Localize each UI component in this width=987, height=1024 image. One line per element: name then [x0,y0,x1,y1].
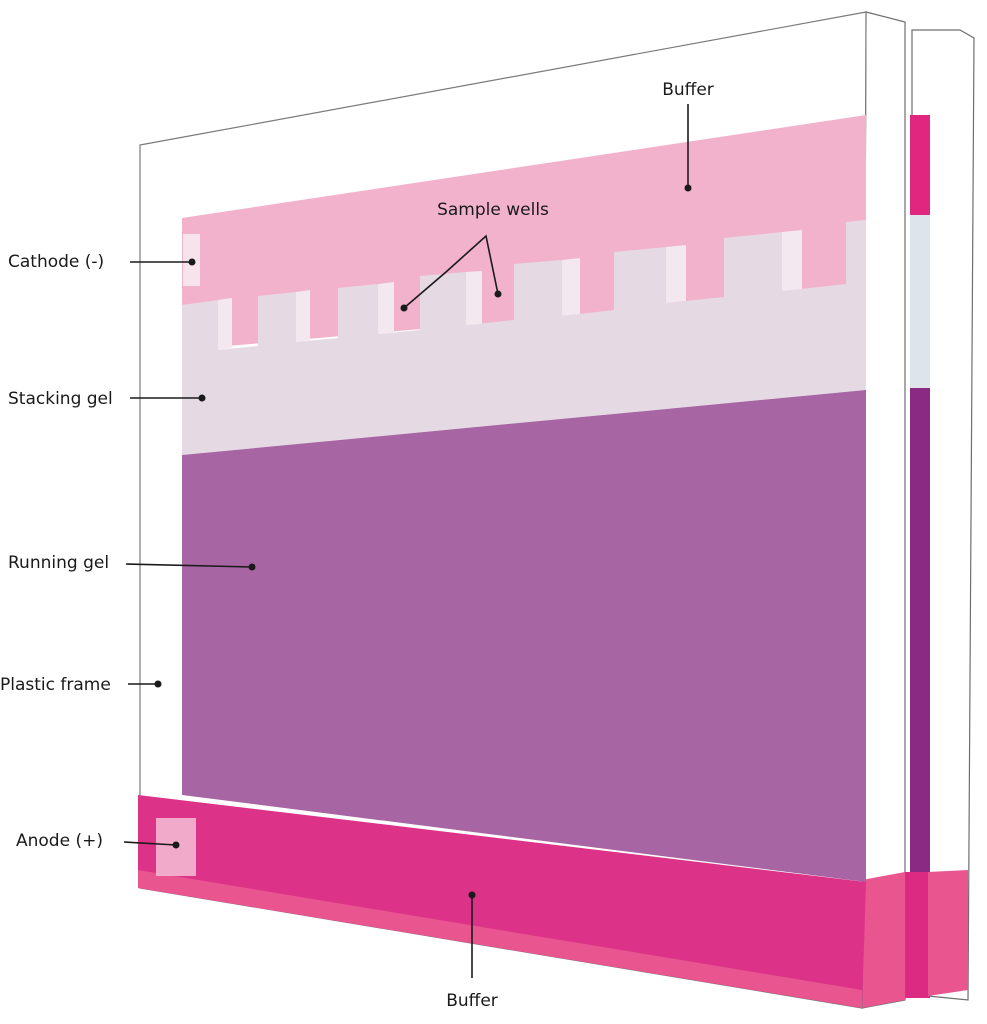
sample-wells-dot-left [400,304,408,312]
leader-lines [123,104,692,978]
tooth-face [562,258,580,316]
cathode-dot [188,258,196,266]
back-plate-running-edge [910,388,930,880]
tooth-face [782,230,802,291]
back-plate-buffer-top-edge [910,115,930,215]
front-plate-side-buffer [862,872,905,1008]
buffer-top-label: Buffer [662,80,714,100]
front-plate-side [861,11,906,1009]
labels: Buffer Sample wells Cathode (-) Stacking… [0,80,714,1011]
plastic-frame-label: Plastic frame [0,675,111,695]
buffer-bottom-dot [468,891,476,899]
well-teeth-highlights [218,230,802,350]
tooth-face [218,298,232,350]
buffer-bottom-lower-face [138,870,862,1008]
sample-wells-label: Sample wells [437,200,549,220]
back-plate-buffer-bottom-face [928,870,968,996]
buffer-top-dot [684,184,692,192]
anode-dot [172,841,180,849]
back-plate-stacking-edge [910,215,930,388]
stacking-gel-label: Stacking gel [8,389,113,409]
buffer-bottom-region [138,795,866,1008]
buffer-bottom-label: Buffer [446,991,498,1011]
sample-wells-dot-right [494,290,502,298]
running-gel-leader [125,563,253,568]
running-gel-region [182,390,866,882]
cathode-label: Cathode (-) [8,252,104,272]
tooth-face [296,290,310,342]
running-gel-label: Running gel [8,553,109,573]
anode-leader [123,841,177,846]
tooth-face [378,282,394,334]
stacking-gel-dot [198,394,206,402]
running-gel-dot [248,563,256,571]
sample-wells-leader [403,234,499,309]
stacking-gel-region [182,220,866,455]
plastic-frame-dot [154,680,162,688]
tooth-face [666,245,686,303]
tooth-face [466,271,482,325]
anode-label: Anode (+) [16,831,103,851]
side-plates [861,11,975,1009]
back-plate-buffer-bottom-edge [905,872,930,998]
